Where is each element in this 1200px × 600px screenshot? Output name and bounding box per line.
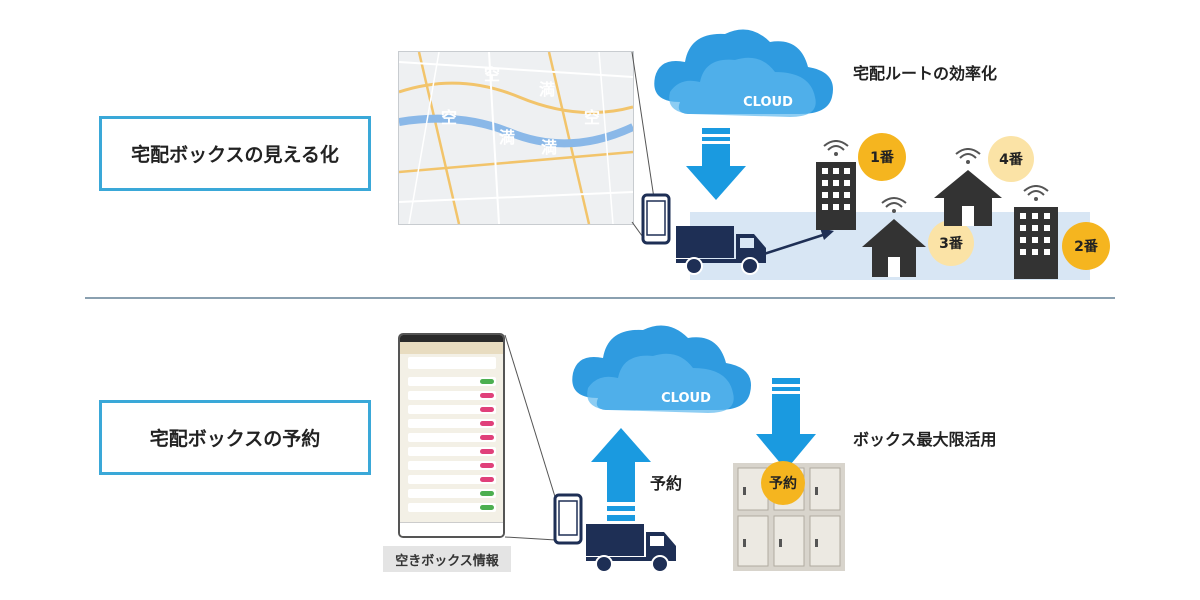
delivery-order-bubble: 4番 — [988, 136, 1034, 182]
smartphone-icon — [553, 493, 583, 545]
list-item — [408, 503, 496, 512]
map-pin-full: 満 — [540, 138, 557, 157]
list-item — [408, 433, 496, 442]
list-item — [408, 447, 496, 456]
list-item — [408, 377, 496, 386]
map-pin-full: 満 — [538, 80, 555, 99]
delivery-map: 空 満 空 満 空 満 — [398, 51, 634, 225]
app-phone-banner — [408, 357, 496, 369]
smartphone-icon — [641, 193, 671, 245]
house-icon — [934, 148, 1002, 226]
reservation-label-box: 宅配ボックスの予約 — [99, 400, 371, 475]
map-pin-empty: 空 — [583, 108, 600, 127]
delivery-order-bubble: 3番 — [928, 220, 974, 266]
vacant-box-info-tag: 空きボックス情報 — [383, 546, 511, 572]
section-divider — [85, 297, 1115, 299]
truck-icon — [676, 226, 766, 275]
reserved-badge: 予約 — [761, 461, 805, 505]
apartment-building-icon — [816, 140, 856, 230]
truck-icon — [586, 524, 676, 573]
down-arrow-icon — [756, 378, 816, 470]
cloud-label: CLOUD — [743, 95, 793, 110]
list-item — [408, 419, 496, 428]
up-arrow-icon — [591, 428, 651, 521]
app-status-bar — [400, 335, 503, 342]
map-pin-empty: 空 — [440, 108, 457, 127]
map-pin-full: 満 — [498, 128, 515, 147]
route-efficiency-caption: 宅配ルートの効率化 — [853, 64, 998, 83]
map-roads — [399, 52, 633, 224]
house-icon — [862, 197, 926, 277]
cloud-icon: CLOUD — [654, 29, 833, 117]
visualization-label-box: 宅配ボックスの見える化 — [99, 116, 371, 191]
map-pin-empty: 空 — [483, 65, 500, 84]
list-item — [408, 489, 496, 498]
app-header — [400, 342, 503, 354]
list-item — [408, 405, 496, 414]
cloud-label: CLOUD — [661, 391, 711, 406]
route-arrow-icon — [763, 228, 834, 256]
delivery-order-bubble: 2番 — [1062, 222, 1110, 270]
delivery-order-bubble: 1番 — [858, 133, 906, 181]
vacancy-app-screen — [398, 333, 505, 538]
visualization-label: 宅配ボックスの見える化 — [131, 144, 339, 166]
reservation-label: 宅配ボックスの予約 — [149, 428, 321, 450]
app-nav-bar — [400, 522, 503, 536]
cloud-icon: CLOUD — [572, 325, 751, 413]
list-item — [408, 475, 496, 484]
box-utilization-caption: ボックス最大限活用 — [853, 430, 997, 449]
down-arrow-icon — [686, 128, 746, 200]
list-item — [408, 391, 496, 400]
reservation-caption: 予約 — [650, 474, 683, 493]
list-item — [408, 461, 496, 470]
apartment-building-icon — [1014, 185, 1058, 279]
